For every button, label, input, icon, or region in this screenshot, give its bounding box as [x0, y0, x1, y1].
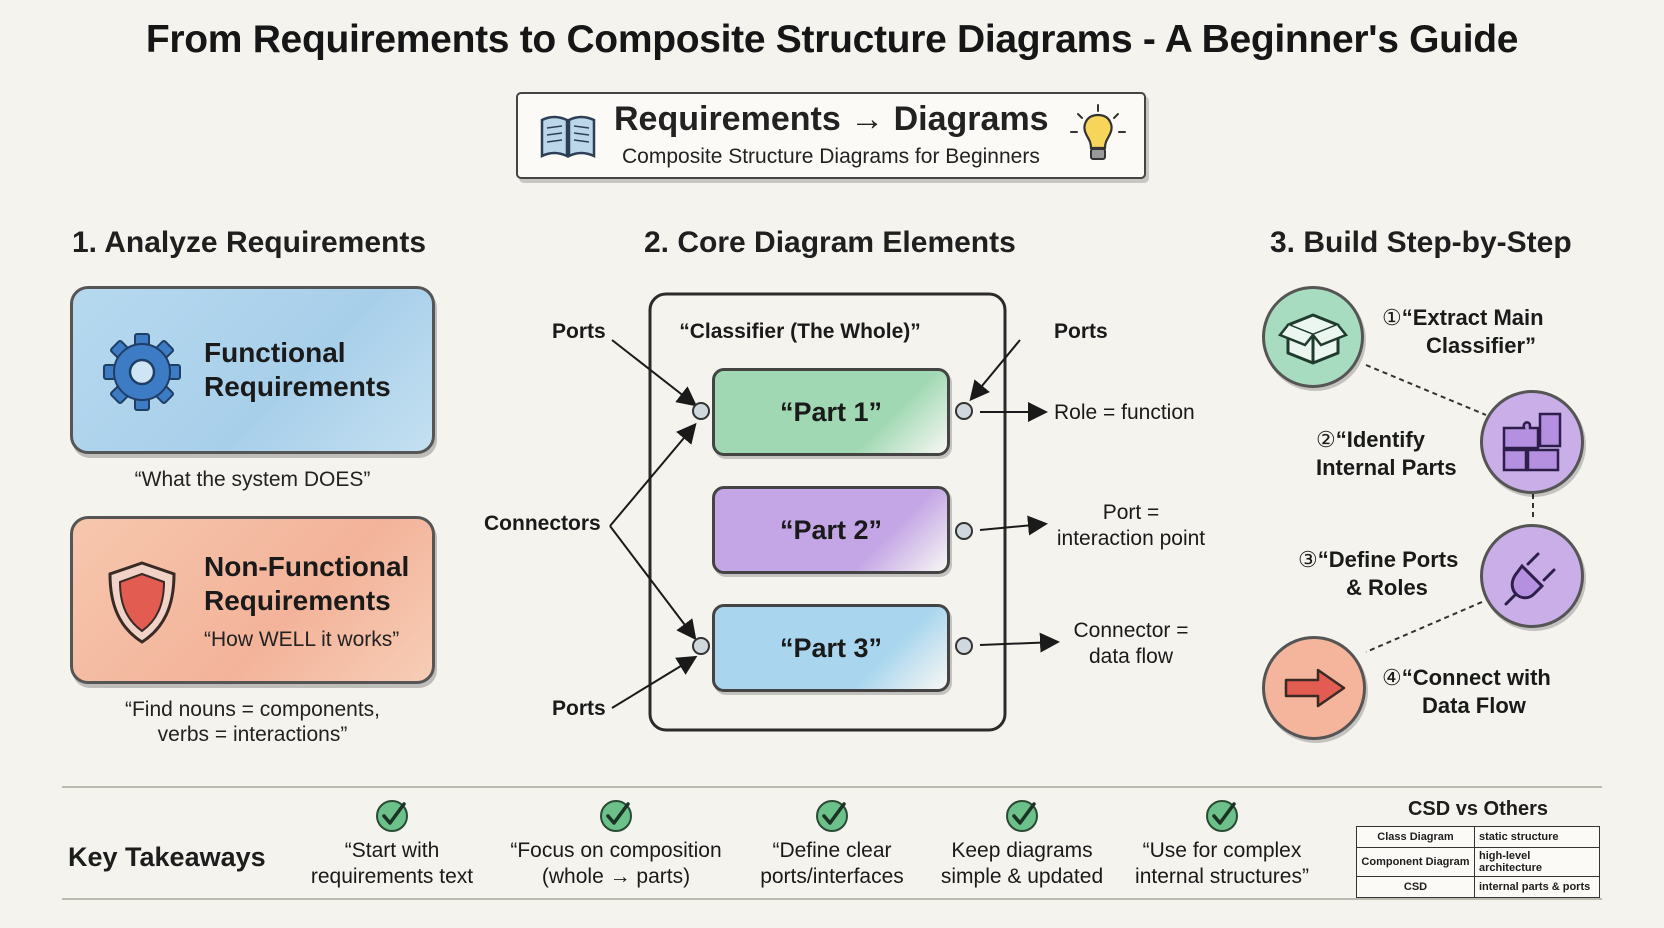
connector-arrow-3 [609, 525, 697, 641]
takeaway-item: “Define clear ports/interfaces [712, 838, 952, 890]
classifier-box [648, 292, 1007, 732]
connectors-label: Connectors [484, 512, 601, 535]
hint-line1: “Find nouns = components, [124, 698, 381, 721]
section-title-core-elements: 2. Core Diagram Elements [644, 226, 1016, 259]
check-icon [376, 800, 408, 832]
gear-icon [103, 333, 181, 411]
takeaways-divider-top [62, 786, 1602, 788]
table-cell: Component Diagram [1356, 847, 1475, 877]
core-diagram [609, 292, 1060, 732]
table-cell: static structure [1474, 826, 1600, 848]
hint-line2: verbs = interactions” [157, 723, 348, 746]
check-icon [1006, 800, 1038, 832]
connector-arrow-1 [609, 422, 697, 527]
part-1: “Part 1” [712, 368, 950, 456]
port-arrow-right-top [969, 339, 1021, 402]
port-part3-left [692, 637, 710, 655]
step-2-text: ②“Identify Internal Parts [1316, 427, 1457, 480]
box-icon [1278, 313, 1348, 365]
page-title: From Requirements to Composite Structure… [145, 18, 1519, 61]
takeaway-item: “Use for complex internal structures” [1102, 838, 1342, 890]
port-part3-right [955, 637, 973, 655]
functional-heading-line1: Functional [204, 337, 346, 368]
takeaways-divider-bottom [62, 898, 1602, 900]
table-cell: Class Diagram [1356, 826, 1475, 848]
section-title-build: 3. Build Step-by-Step [1270, 226, 1572, 259]
plug-icon [1504, 552, 1556, 606]
header-subtitle: Composite Structure Diagrams for Beginne… [622, 145, 1040, 168]
classifier-label: “Classifier (The Whole)” [679, 320, 921, 343]
connector-note-arrow [979, 632, 1060, 653]
shield-icon [108, 561, 176, 644]
check-icon [1206, 800, 1238, 832]
port-arrow-left-bottom [611, 655, 698, 709]
ports-label-left-bottom: Ports [552, 697, 606, 720]
nonfunctional-quote: “How WELL it works” [204, 628, 400, 651]
functional-caption: “What the system DOES” [134, 468, 371, 491]
ports-label-right-top: Ports [1054, 320, 1108, 343]
takeaway-item: Keep diagrams simple & updated [902, 838, 1142, 890]
lightbulb-icon [1070, 104, 1126, 160]
step-4-circle [1262, 636, 1366, 740]
takeaway-line2: simple & updated [940, 865, 1104, 888]
takeaway-line2: ports/interfaces [760, 865, 904, 888]
takeaway-line2: internal structures” [1135, 865, 1309, 888]
arrow-icon [1284, 668, 1346, 708]
takeaway-item: “Focus on composition (whole → parts) [496, 838, 736, 890]
port-note-arrow [979, 515, 1048, 536]
step-2-circle [1480, 390, 1584, 494]
port-part2-right [955, 522, 973, 540]
port-note-line2: interaction point [1056, 527, 1206, 550]
step-3-text: ③“Define Ports & Roles [1298, 547, 1459, 600]
takeaway-line1: “Start with [344, 839, 440, 862]
takeaway-line1: “Use for complex [1142, 839, 1302, 862]
takeaways-label: Key Takeaways [68, 842, 266, 872]
nonfunctional-heading-line2: Requirements [204, 585, 391, 616]
step-1-text: ①“Extract Main Classifier” [1382, 305, 1544, 358]
port-part1-right [955, 402, 973, 420]
table-cell: high-level architecture [1474, 847, 1600, 877]
takeaway-line2: requirements text [310, 865, 474, 888]
comparison-title: CSD vs Others [1407, 798, 1549, 820]
takeaway-line1: Keep diagrams [951, 839, 1093, 862]
ports-label-left-top: Ports [552, 320, 606, 343]
check-icon [600, 800, 632, 832]
takeaway-item: “Start with requirements text [272, 838, 512, 890]
port-arrow-left-top [611, 339, 698, 407]
takeaway-line1: “Define clear [772, 839, 892, 862]
connector-note-line2: data flow [1088, 645, 1174, 668]
table-cell: CSD [1356, 876, 1475, 898]
section-title-analyze: 1. Analyze Requirements [72, 226, 427, 259]
part-2: “Part 2” [712, 486, 950, 574]
port-note-line1: Port = [1102, 501, 1160, 524]
check-icon [816, 800, 848, 832]
role-note: Role = function [1054, 401, 1195, 424]
header-title: Requirements → Diagrams [614, 100, 1049, 138]
step-4-text: ④“Connect with Data Flow [1382, 665, 1551, 718]
functional-heading-line2: Requirements [204, 371, 391, 402]
table-cell: internal parts & ports [1474, 876, 1600, 898]
nonfunctional-heading-line1: Non-Functional [204, 551, 410, 582]
port-part1-left [692, 402, 710, 420]
part-3: “Part 3” [712, 604, 950, 692]
takeaway-line2: (whole → parts) [541, 865, 691, 888]
takeaway-line1: “Focus on composition [510, 839, 722, 862]
puzzle-icon [1502, 412, 1562, 472]
header-card [516, 92, 1146, 179]
connector-note-line1: Connector = [1073, 619, 1189, 642]
steps-dashed-path [1365, 364, 1534, 653]
book-icon [540, 115, 596, 159]
